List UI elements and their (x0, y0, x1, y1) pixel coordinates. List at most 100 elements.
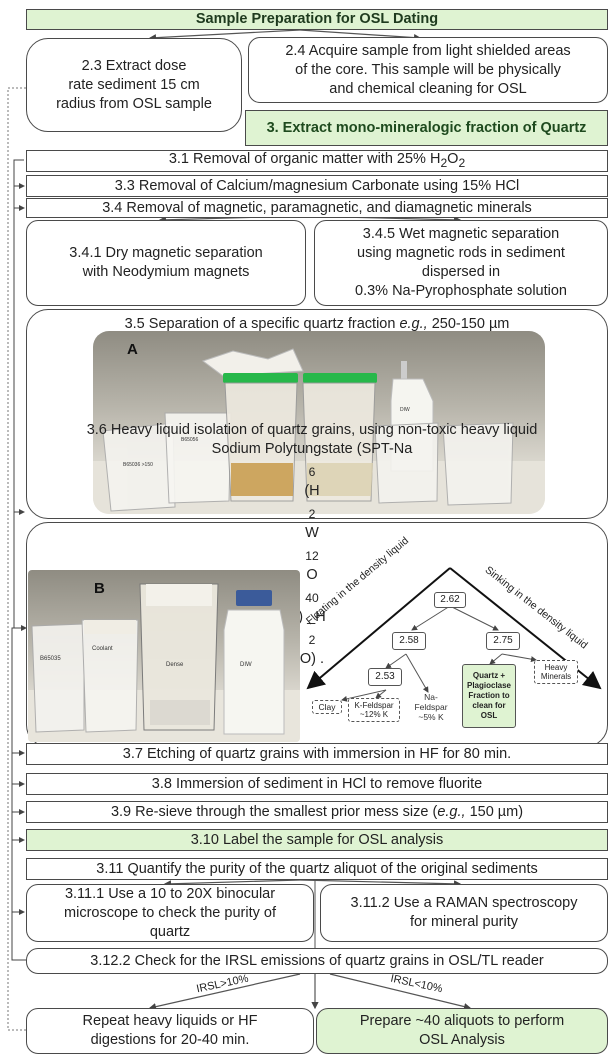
svg-text:Coolant: Coolant (92, 646, 113, 652)
beaker-a5 (374, 422, 439, 504)
step-3-11-1-line-2: microscope to check the purity of (64, 904, 276, 921)
repeat-box: Repeat heavy liquids or HF digestions fo… (26, 1008, 314, 1054)
photo-a-label: A (127, 341, 138, 358)
step-3-3-text: 3.3 Removal of Calcium/magnesium Carbona… (114, 177, 520, 194)
step-3-6-sub-12: 12 (305, 548, 319, 563)
photo-a: B65036 >150 B65056 DIW (93, 331, 545, 514)
step-3-4-5-line-3: dispersed in (421, 264, 501, 280)
step-3-1-text: 3.1 Removal of organic matter with 25% H… (169, 150, 465, 173)
density-diagram: Floating in the density liquid Sinking i… (302, 535, 606, 740)
step-3-11-box: 3.11 Quantify the purity of the quartz a… (26, 858, 608, 880)
step-3-8-box: 3.8 Immersion of sediment in HCl to remo… (26, 773, 608, 795)
step-3-6-line-1: 3.6 Heavy liquid isolation of quartz gra… (86, 422, 538, 439)
leaf-quartz-line-2: Plagioclase (466, 681, 512, 690)
step-2-4-line-2: of the core. This sample will be physica… (295, 61, 561, 78)
step-3-11-1-line-3: quartz (149, 923, 191, 940)
step-2-4-line-1: 2.4 Acquire sample from light shielded a… (285, 42, 571, 59)
svg-text:Dense: Dense (166, 662, 184, 668)
leaf-k-feldspar-line-2: ~12% K (359, 710, 389, 719)
leaf-quartz-line-1: Quartz + (472, 671, 506, 680)
step-3-7-text: 3.7 Etching of quartz grains with immers… (122, 745, 512, 762)
step-3-6-header: 3.6 Heavy liquid isolation of quartz gra… (26, 422, 598, 666)
step-3-9-box: 3.9 Re-sieve through the smallest prior … (26, 801, 608, 823)
repeat-line-1: Repeat heavy liquids or HF (82, 1013, 258, 1029)
step-3-text: 3. Extract mono-mineralogic fraction of … (266, 119, 587, 136)
step-2-3-box: 2.3 Extract dose rate sediment 15 cm rad… (26, 38, 242, 132)
step-2-4-line-3: and chemical cleaning for OSL (329, 80, 527, 97)
leaf-heavy-line-1: Heavy (544, 663, 568, 672)
step-2-3-line-1: 2.3 Extract dose (81, 57, 187, 74)
beaker-a3 (201, 348, 304, 502)
svg-text:B65036 >150: B65036 >150 (123, 462, 153, 468)
step-3-1-sub-2: 2 (458, 155, 466, 170)
step-3-1-sub-1: 2 (440, 155, 448, 170)
leaf-quartz: Quartz + Plagioclase Fraction to clean f… (462, 664, 516, 728)
step-3-4-1-line-2: with Neodymium magnets (82, 264, 250, 280)
beaker-a4 (302, 373, 377, 502)
step-3-5-pre: 3.5 Separation of a specific quartz frac… (124, 316, 400, 332)
prepare-line-1: Prepare ~40 aliquots to perform (359, 1013, 565, 1029)
leaf-quartz-line-5: OSL (480, 711, 498, 720)
beaker-b2: Coolant (81, 619, 139, 733)
step-3-6-part-e: ) _H (298, 608, 326, 625)
step-3-9-post: 150 µm) (465, 803, 524, 820)
step-3-4-5-line-1: 3.4.5 Wet magnetic separation (362, 226, 560, 242)
node-2-58: 2.58 (392, 632, 426, 650)
step-3-9-pre: 3.9 Re-sieve through the smallest prior … (110, 803, 438, 820)
svg-text:B65035: B65035 (40, 656, 61, 662)
leaf-quartz-line-4: clean for (472, 701, 506, 710)
step-3-6-sub-w: 2 (308, 632, 316, 647)
leaf-k-feldspar: K-Feldspar ~12% K (348, 698, 400, 722)
step-3-1-mid: O (447, 150, 459, 167)
step-3-6-part-b: (H (304, 483, 320, 500)
step-3-12-2-box: 3.12.2 Check for the IRSL emissions of q… (26, 948, 608, 974)
step-3-10-box: 3.10 Label the sample for OSL analysis (26, 829, 608, 851)
step-3-10-text: 3.10 Label the sample for OSL analysis (190, 831, 444, 848)
step-3-4-text: 3.4 Removal of magnetic, paramagnetic, a… (102, 199, 532, 216)
prepare-box: Prepare ~40 aliquots to perform OSL Anal… (316, 1008, 608, 1054)
leaf-heavy-minerals: Heavy Minerals (534, 660, 578, 684)
irsl-low-label: IRSL<10% (389, 972, 444, 996)
photo-b-scene: B65035 Coolant Dense DIW (28, 583, 300, 742)
step-3-6-sub-40: 40 (305, 590, 319, 605)
step-3-6-part-f: O) . (299, 650, 325, 667)
leaf-heavy-line-2: Minerals (540, 672, 572, 681)
step-3-8-text: 3.8 Immersion of sediment in HCl to remo… (151, 775, 483, 792)
leaf-na-feldspar-line-2: Feldspar (414, 702, 448, 712)
step-3-6-part-a: Sodium Polytungstate (SPT-Na (211, 441, 413, 458)
svg-text:DIW: DIW (240, 662, 252, 668)
beaker-b1: B65035 (31, 623, 85, 733)
step-3-4-1-box: 3.4.1 Dry magnetic separation with Neody… (26, 220, 306, 306)
page-title-text: Sample Preparation for OSL Dating (195, 11, 439, 27)
step-3-4-5-line-2: using magnetic rods in sediment (357, 245, 565, 261)
step-3-9-eg: e.g., (437, 803, 466, 820)
node-2-62: 2.62 (434, 592, 466, 608)
node-2-53: 2.53 (368, 668, 402, 686)
beaker-a1: B65036 >150 (102, 422, 176, 512)
step-3-11-1-box: 3.11.1 Use a 10 to 20X binocular microsc… (26, 884, 314, 942)
step-3-1-pre: 3.1 Removal of organic matter with 25% H (168, 150, 441, 167)
leaf-k-feldspar-line-1: K-Feldspar (354, 701, 394, 710)
step-3-11-2-line-1: 3.11.2 Use a RAMAN spectroscopy (350, 895, 578, 911)
page-title: Sample Preparation for OSL Dating (26, 9, 608, 30)
step-3-12-2-text: 3.12.2 Check for the IRSL emissions of q… (90, 952, 544, 969)
step-3-11-2-line-2: for mineral purity (410, 914, 518, 930)
step-3-6-part-d: O (306, 566, 318, 583)
repeat-line-2: digestions for 20-40 min. (90, 1032, 250, 1048)
leaf-na-feldspar-line-1: Na- (424, 692, 438, 702)
step-3-4-1-line-1: 3.4.1 Dry magnetic separation (69, 245, 263, 261)
beaker-a6 (442, 422, 514, 506)
bottle-b: DIW (223, 590, 285, 735)
step-2-4-box: 2.4 Acquire sample from light shielded a… (248, 37, 608, 103)
svg-text:DIW: DIW (400, 407, 410, 413)
step-3-11-2-box: 3.11.2 Use a RAMAN spectroscopy for mine… (320, 884, 608, 942)
step-3-5-post: 250-150 µm (427, 316, 510, 332)
step-3-5-text: 3.5 Separation of a specific quartz frac… (125, 315, 510, 334)
photo-a-scene: B65036 >150 B65056 DIW (93, 348, 545, 514)
beaker-b3: Dense (139, 583, 219, 731)
leaf-na-feldspar: Na- Feldspar ~5% K (414, 692, 448, 722)
step-3-11-1-line-1: 3.11.1 Use a 10 to 20X binocular (64, 885, 276, 902)
leaf-na-feldspar-line-3: ~5% K (418, 712, 444, 722)
step-3-6-sub-6: 6 (308, 465, 316, 480)
